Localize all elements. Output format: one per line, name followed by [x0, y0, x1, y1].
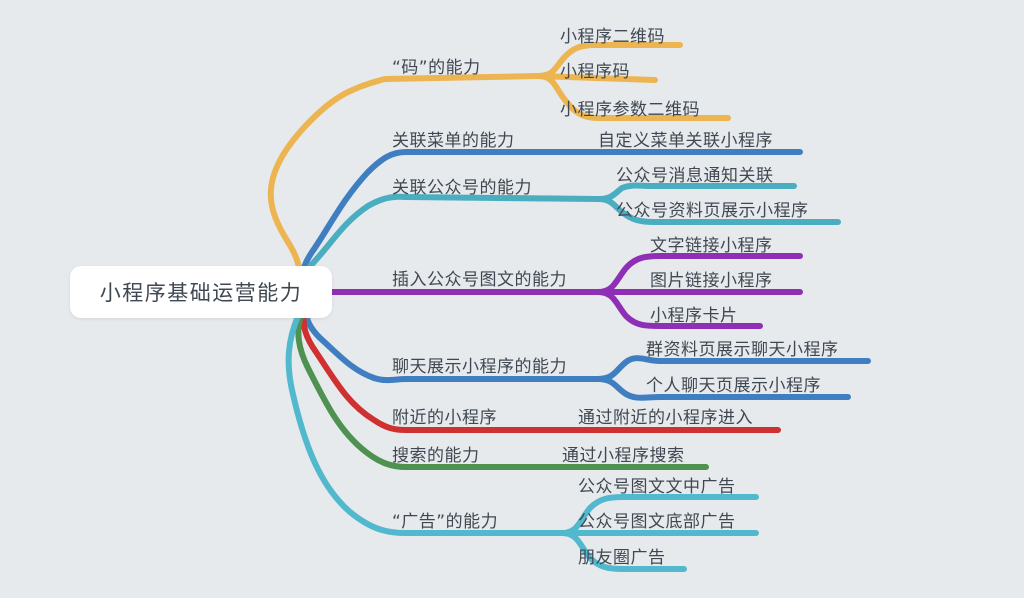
root-node[interactable]: 小程序基础运营能力: [70, 266, 332, 318]
branch-label-4[interactable]: 插入公众号图文的能力: [392, 270, 567, 290]
root-node-label: 小程序基础运营能力: [99, 281, 303, 305]
leaf-label-1-2[interactable]: 小程序码: [560, 62, 630, 82]
leaf-label-3-1[interactable]: 公众号消息通知关联: [616, 166, 774, 186]
leaf-label-6-1[interactable]: 通过附近的小程序进入: [578, 408, 753, 428]
leaf-label-8-1[interactable]: 公众号图文文中广告: [578, 477, 736, 497]
leaf-label-4-2[interactable]: 图片链接小程序: [650, 271, 773, 291]
leaf-label-3-2[interactable]: 公众号资料页展示小程序: [616, 201, 809, 221]
branch-label-3[interactable]: 关联公众号的能力: [392, 178, 532, 198]
leaf-label-4-1[interactable]: 文字链接小程序: [650, 236, 773, 256]
branch-label-2[interactable]: 关联菜单的能力: [392, 131, 515, 151]
leaf-label-4-3[interactable]: 小程序卡片: [650, 306, 738, 326]
leaf-label-8-2[interactable]: 公众号图文底部广告: [578, 512, 736, 532]
branch-label-7[interactable]: 搜索的能力: [392, 446, 480, 466]
branch-label-5[interactable]: 聊天展示小程序的能力: [392, 357, 567, 377]
branch-label-8[interactable]: “广告”的能力: [392, 512, 499, 532]
leaf-label-8-3[interactable]: 朋友圈广告: [578, 548, 666, 568]
branch-label-6[interactable]: 附近的小程序: [392, 408, 497, 428]
leaf-label-5-1[interactable]: 群资料页展示聊天小程序: [646, 340, 839, 360]
leaf-label-1-1[interactable]: 小程序二维码: [560, 27, 665, 47]
leaf-label-7-1[interactable]: 通过小程序搜索: [562, 446, 685, 466]
leaf-label-5-2[interactable]: 个人聊天页展示小程序: [646, 376, 821, 396]
branch-label-1[interactable]: “码”的能力: [392, 58, 481, 78]
leaf-label-1-3[interactable]: 小程序参数二维码: [560, 100, 700, 120]
leaf-label-2-1[interactable]: 自定义菜单关联小程序: [598, 131, 773, 151]
branch-line-7: [295, 311, 709, 470]
